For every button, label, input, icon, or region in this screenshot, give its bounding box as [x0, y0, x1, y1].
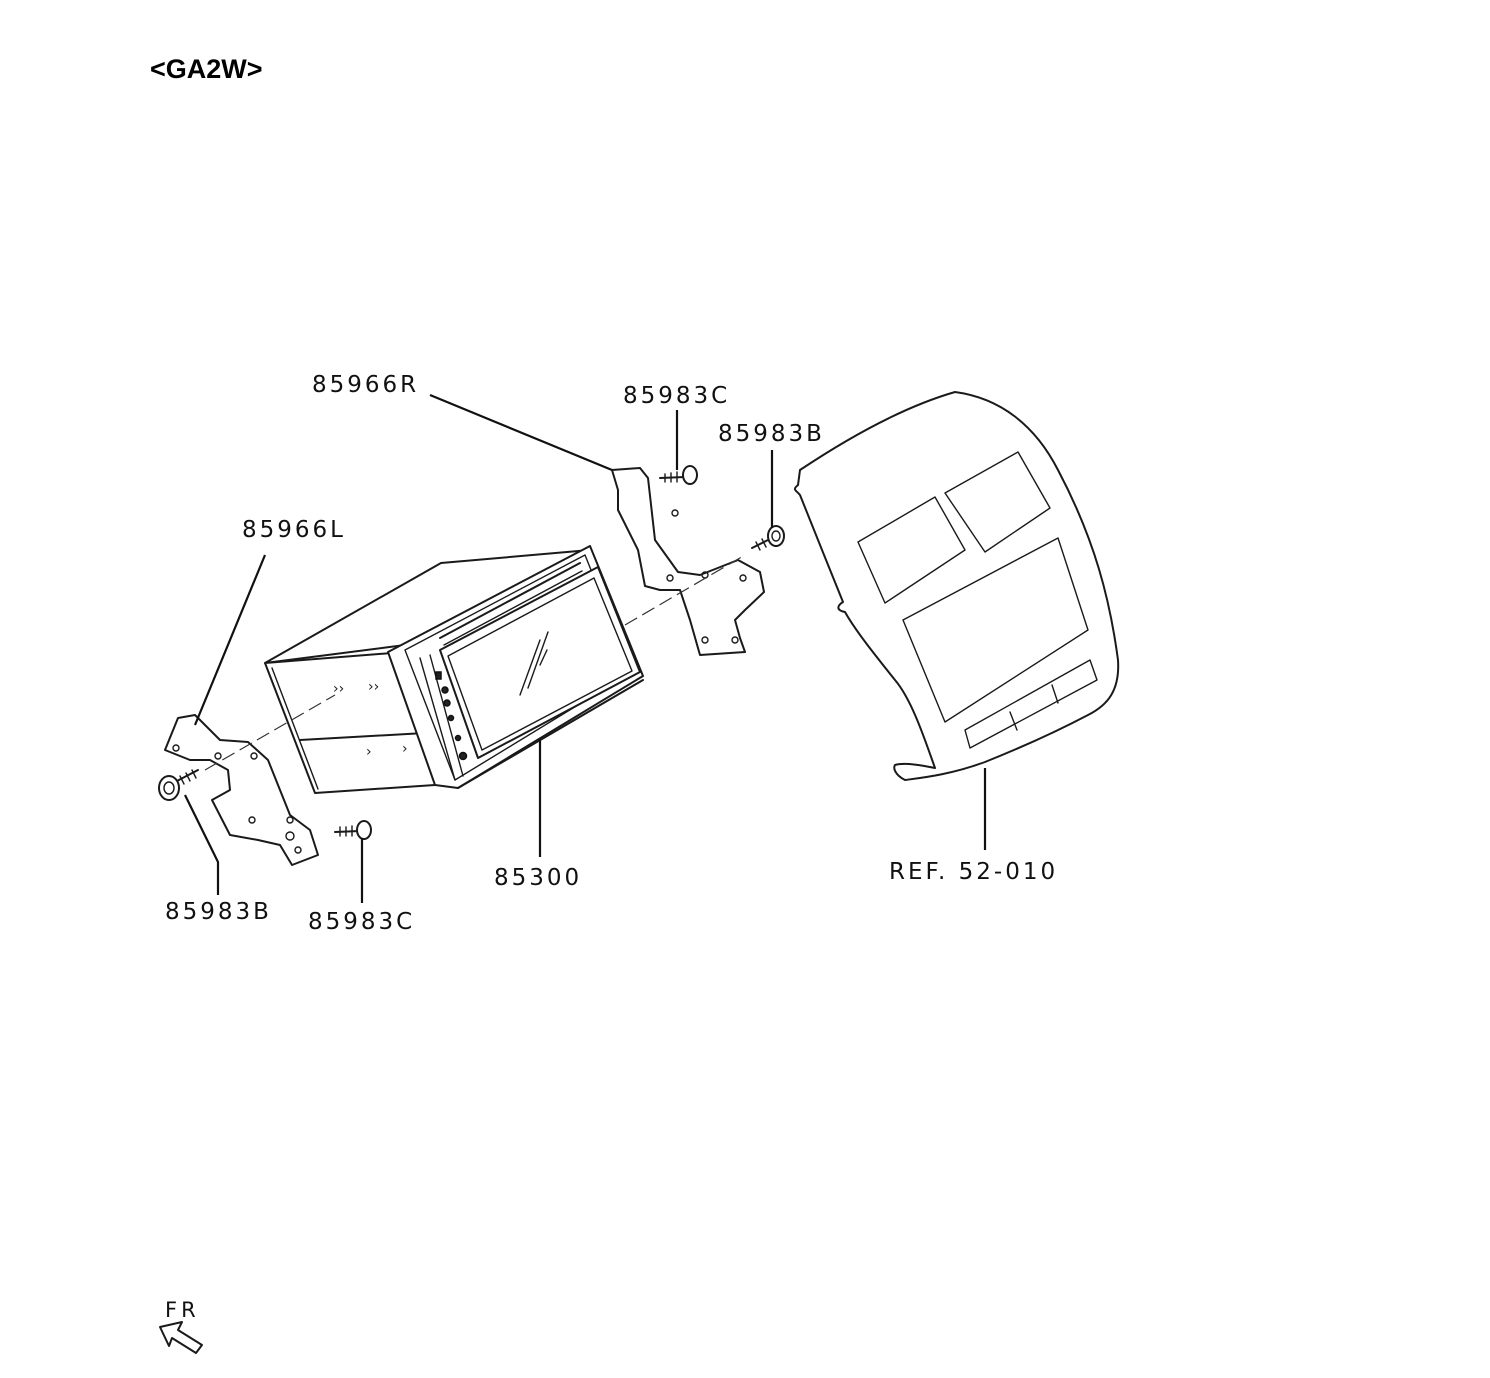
label-ref-52-010: REF. 52-010: [889, 859, 1058, 885]
bracket-85966L: [164, 714, 319, 866]
label-85300: 85300: [494, 865, 582, 891]
bolt-85983B-top: [751, 525, 785, 551]
leader-85966R: [429, 393, 613, 472]
leader-85966L: [193, 554, 267, 726]
label-85983B-top: 85983B: [718, 421, 825, 447]
screw-85983C-top: [659, 465, 698, 485]
variant-title: <GA2W>: [150, 54, 263, 84]
assembly-line-right: [624, 554, 746, 626]
arrow-up-left-icon: [159, 1321, 203, 1354]
label-85966R: 85966R: [312, 372, 419, 398]
label-85983B-bottom: 85983B: [165, 899, 272, 925]
bolt-85983B-bottom: [158, 769, 199, 801]
head-unit-85300: ›› ›› › ›: [264, 545, 644, 794]
svg-text:›: ›: [402, 741, 408, 757]
label-85966L: 85966L: [242, 517, 346, 543]
bracket-85966R: [611, 467, 765, 656]
label-85983C-bottom: 85983C: [308, 909, 415, 935]
svg-text:››: ››: [368, 679, 379, 695]
svg-text:›: ›: [366, 744, 372, 760]
assembly-line-left: [204, 694, 336, 771]
direction-label: FR: [165, 1298, 200, 1322]
screw-85983C-bottom: [334, 820, 372, 840]
center-panel: [793, 391, 1120, 781]
svg-text:››: ››: [333, 681, 344, 697]
leader-85983B-bottom: [184, 794, 220, 895]
label-85983C-top: 85983C: [623, 383, 730, 409]
